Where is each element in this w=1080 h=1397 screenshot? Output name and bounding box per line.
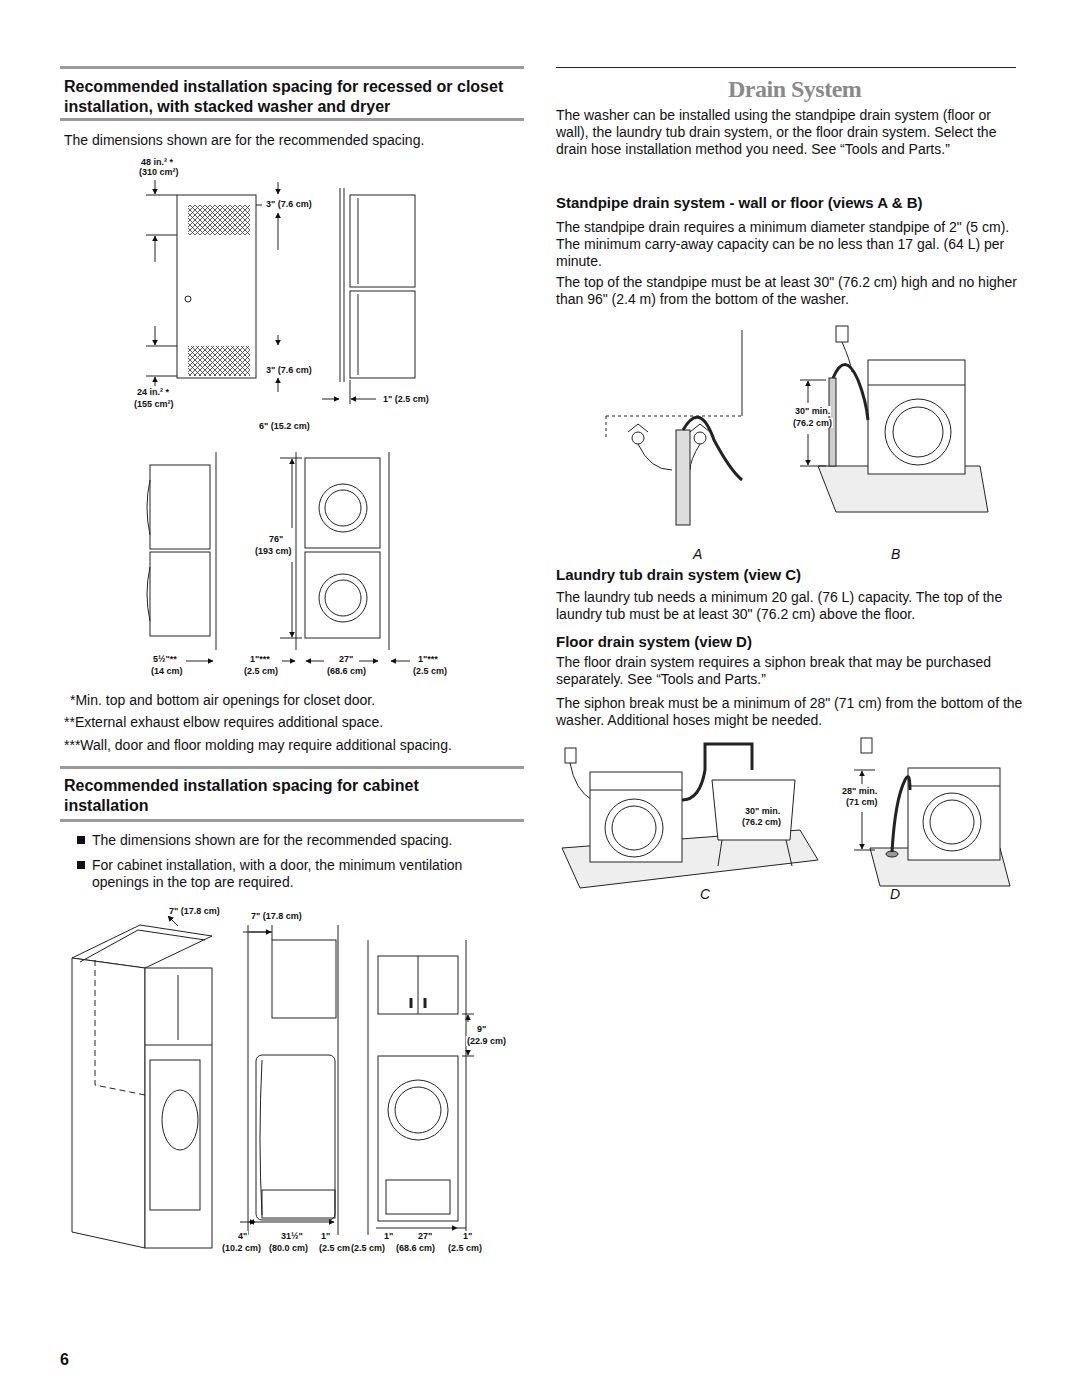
dimension-label: (71 cm) [845,797,879,807]
standpipe-views [606,326,988,525]
dimension-label: 28" min. [841,786,878,796]
dimension-label: (10.2 cm) [221,1243,262,1253]
dimension-label: (14 cm) [150,666,184,676]
dimension-label: 30" min. [744,806,781,816]
page-number: 6 [60,1351,69,1369]
closet-door-figure [146,180,415,404]
dimension-label: (80.0 cm) [268,1243,309,1253]
dimension-label: 1"*** [249,654,271,664]
body-text: The siphon break must be a minimum of 28… [556,695,1026,729]
subheading: Recommended installation spacing for rec… [64,77,504,116]
body-text: *Min. top and bottom air openings for cl… [70,692,530,709]
dimension-label: 1" [320,1231,331,1241]
dimension-label: 6" (15.2 cm) [258,421,311,431]
body-text: The top of the standpipe must be at leas… [556,274,1026,308]
dimension-label: 30" min. [794,406,831,416]
subheading: Recommended installation spacing for cab… [64,776,504,815]
body-text: The standpipe drain requires a minimum d… [556,219,1026,270]
dimension-label: 4" [237,1231,248,1241]
body-text: The dimensions shown are for the recomme… [92,832,532,849]
dimension-label: 27" [338,654,354,664]
body-text: **External exhaust elbow requires additi… [64,714,524,731]
view-letter: D [890,886,900,902]
dimension-label: (193 cm) [254,546,293,556]
section-bars [60,66,1016,869]
body-text: The floor drain system requires a siphon… [556,654,1026,688]
dimension-label: 48 in.² * [140,157,174,167]
dimension-label: (2.5 cm) [412,666,448,676]
cabinet-figure [72,916,474,1248]
dimension-label: (2.5 cm) [318,1243,354,1253]
tub-floor-drain-views [562,738,1010,888]
dimension-label: (310 cm²) [138,167,180,177]
subheading: Laundry tub drain system (view C) [556,566,1018,584]
section-title: Drain System [728,76,861,104]
subheading: Floor drain system (view D) [556,633,1018,651]
subheading: Standpipe drain system - wall or floor (… [556,194,1018,212]
dimension-label: (68.6 cm) [326,666,367,676]
dimension-label: 5½"** [152,654,178,664]
view-letter: C [700,886,710,902]
stacked-spacing-figure [147,452,410,661]
dimension-label: (22.9 cm) [466,1036,507,1046]
view-letter: B [891,546,900,562]
dimension-label: (76.2 cm) [741,817,782,827]
dimension-label: 31½" [280,1231,304,1241]
body-text: The washer can be installed using the st… [556,107,1018,158]
dimension-label: (76.2 cm) [792,418,833,428]
dimension-label: (2.5 cm) [243,666,279,676]
dimension-label: 76" [268,534,284,544]
dimension-label: (2.5 cm) [447,1243,483,1253]
dimension-label: 3" (7.6 cm) [265,199,313,209]
body-text: For cabinet installation, with a door, t… [92,857,522,891]
dimension-label: 1"*** [417,654,439,664]
dimension-label: 1" [383,1231,394,1241]
body-text: ***Wall, door and floor molding may requ… [64,737,524,754]
dimension-label: 9" [476,1024,487,1034]
view-letter: A [693,546,702,562]
dimension-label: 7" (17.8 cm) [168,906,221,916]
dimension-label: 1" [462,1231,473,1241]
dimension-label: 3" (7.6 cm) [265,365,313,375]
dimension-label: 1" (2.5 cm) [382,394,430,404]
dimension-label: 27" [417,1231,433,1241]
body-text: The dimensions shown are for the recomme… [64,132,524,149]
dimension-label: (155 cm²) [133,399,175,409]
dimension-label: 7" (17.8 cm) [250,911,303,921]
dimension-label: 24 in.² * [136,387,170,397]
body-text: The laundry tub needs a minimum 20 gal. … [556,589,1026,623]
dimension-label: (2.5 cm) [350,1243,386,1253]
dimension-label: (68.6 cm) [395,1243,436,1253]
